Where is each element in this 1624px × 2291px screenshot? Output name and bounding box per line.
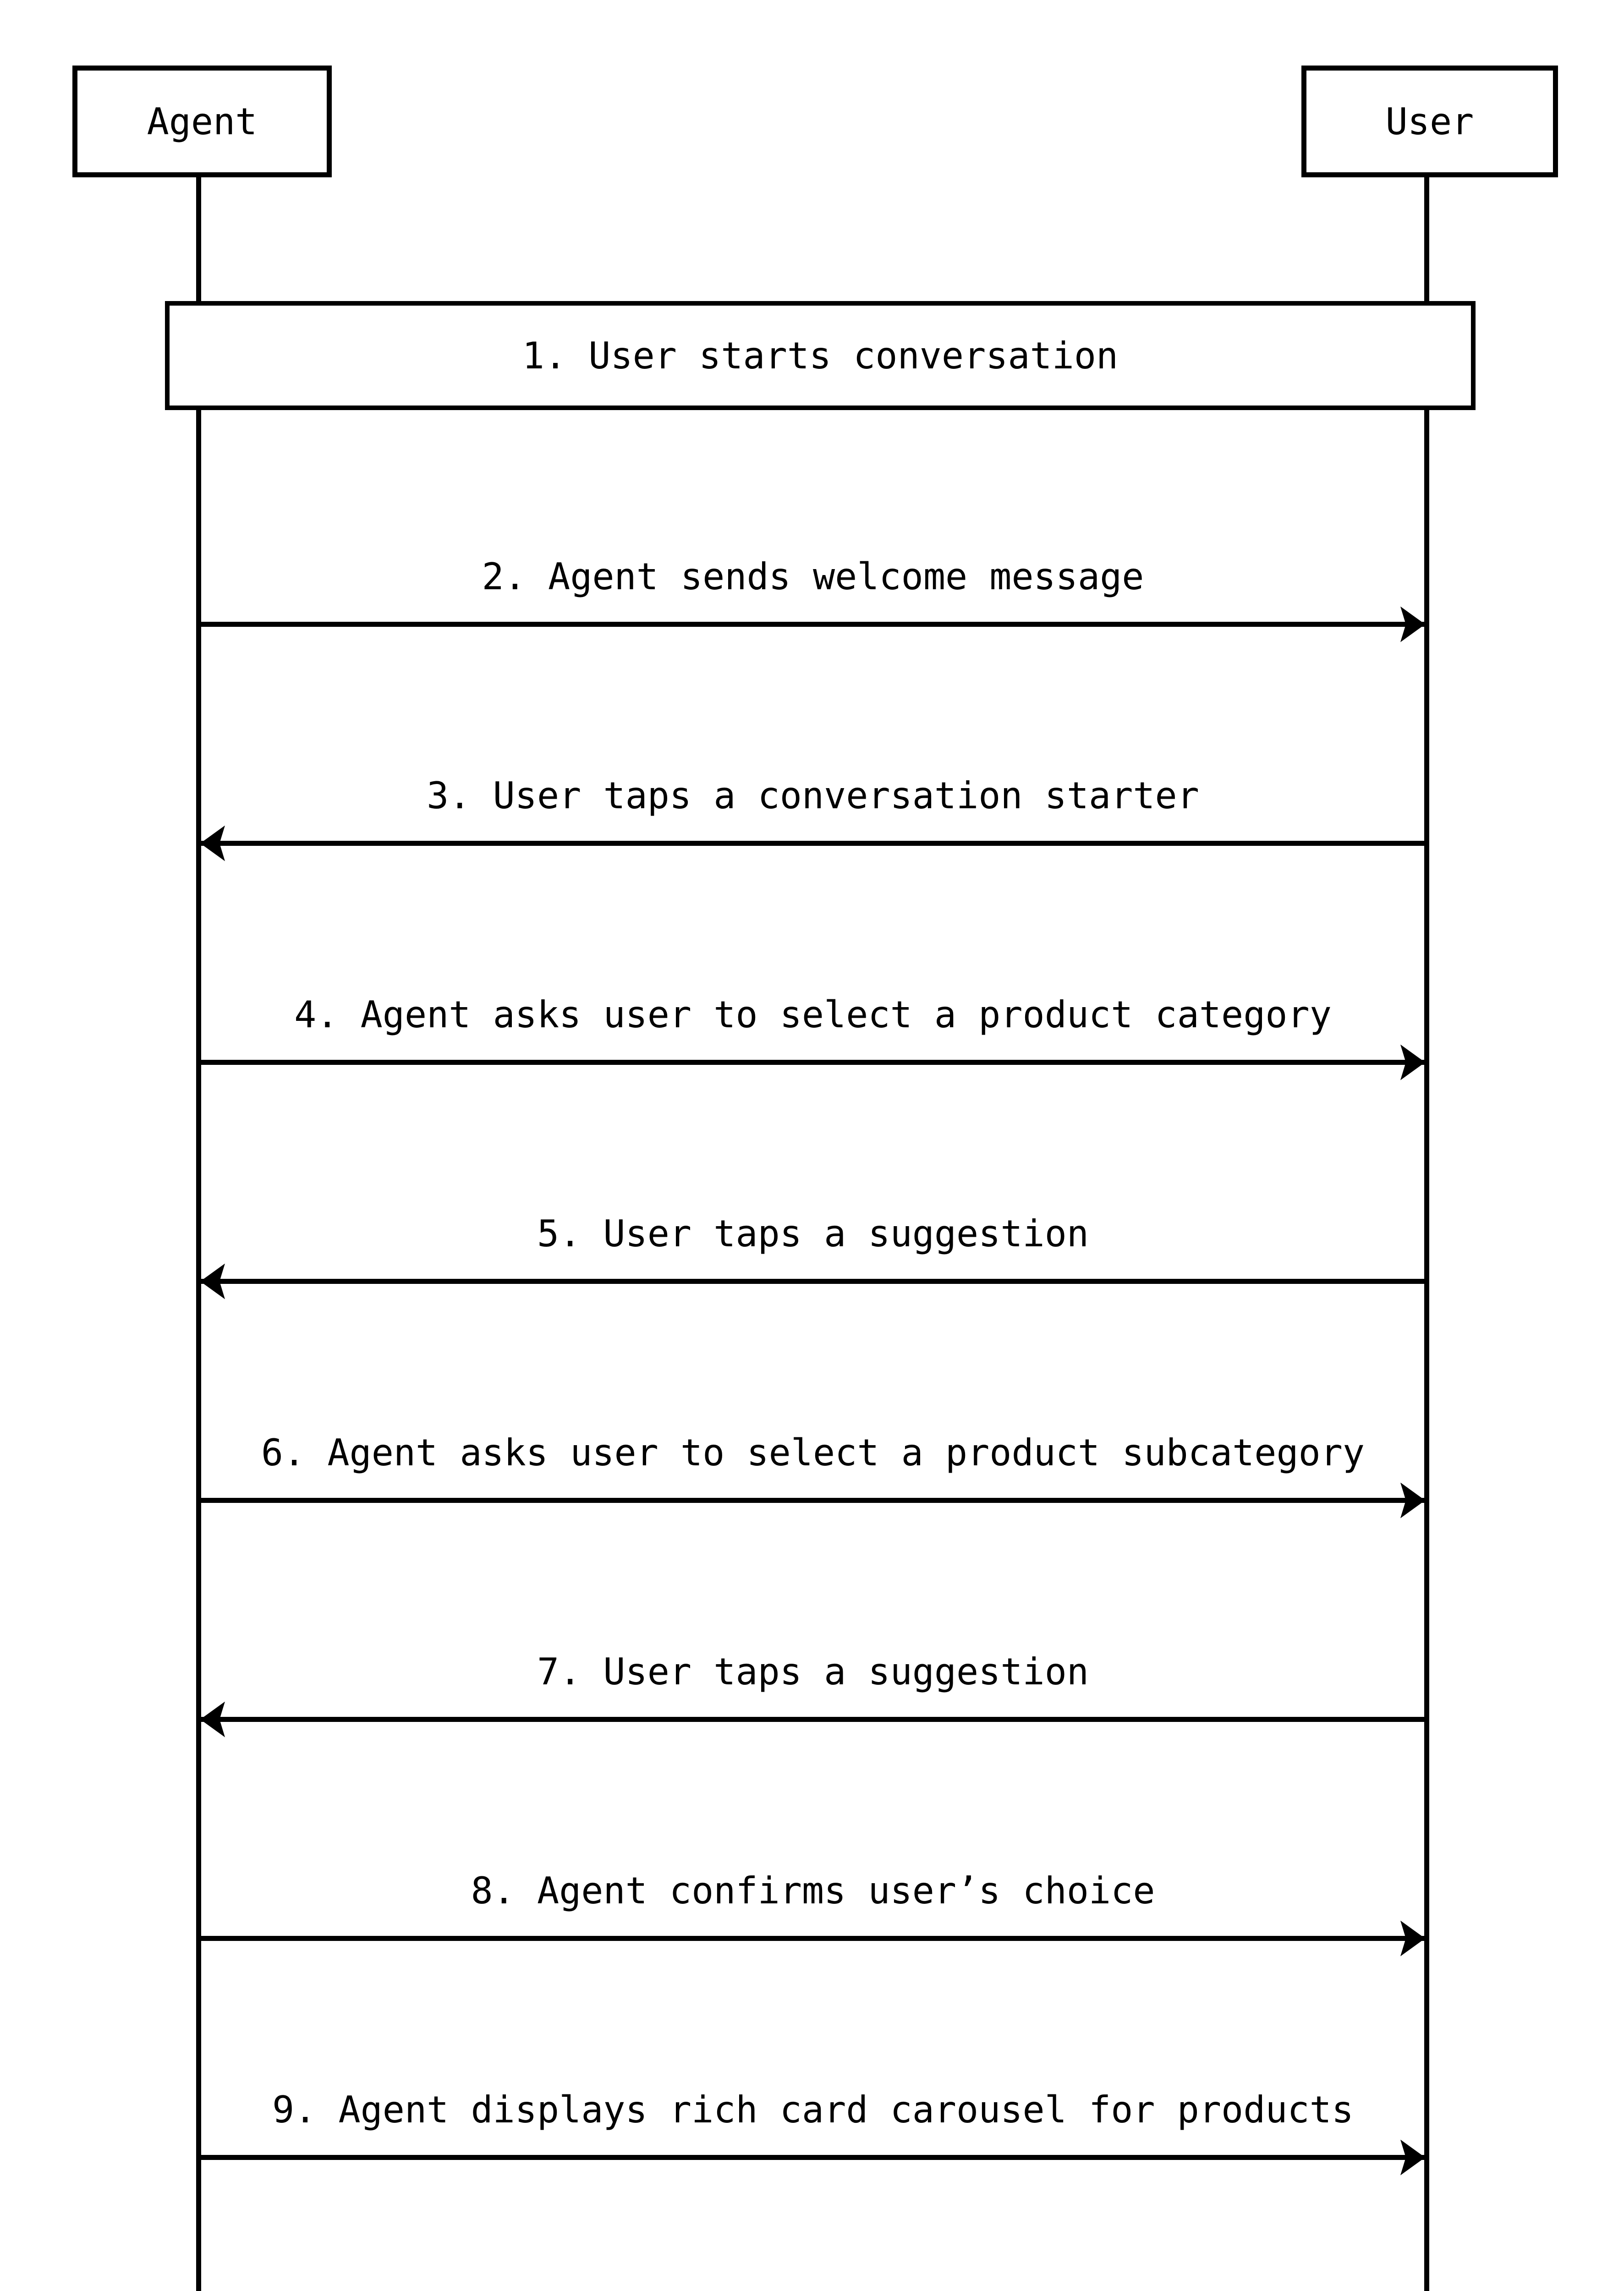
actor-box-agent-top: Agent xyxy=(72,66,332,177)
arrowhead-right-icon xyxy=(1400,1920,1425,1957)
message-arrow-8 xyxy=(201,1920,1425,1957)
message-label-6: 6. Agent asks user to select a product s… xyxy=(261,1431,1365,1474)
arrowhead-right-icon xyxy=(1400,2139,1425,2176)
message-label-3: 3. User taps a conversation starter xyxy=(427,774,1199,817)
actor-box-user-top: User xyxy=(1301,66,1558,177)
message-arrow-2 xyxy=(201,606,1425,642)
message-arrow-5 xyxy=(200,1263,1424,1299)
message-arrow-6 xyxy=(201,1482,1425,1518)
actor-label-agent-top: Agent xyxy=(147,100,258,143)
message-label-9: 9. Agent displays rich card carousel for… xyxy=(272,2088,1354,2131)
message-label-8: 8. Agent confirms user’s choice xyxy=(471,1869,1155,1912)
message-arrow-9 xyxy=(201,2139,1425,2176)
arrowhead-left-icon xyxy=(200,1263,225,1299)
message-label-5: 5. User taps a suggestion xyxy=(537,1212,1089,1255)
step-banner-label: 1. User starts conversation xyxy=(522,334,1119,377)
message-arrow-7 xyxy=(200,1701,1424,1737)
arrowhead-right-icon xyxy=(1400,606,1425,642)
arrowhead-left-icon xyxy=(200,1701,225,1737)
arrowhead-left-icon xyxy=(200,825,225,861)
message-arrow-3 xyxy=(200,825,1424,861)
message-label-4: 4. Agent asks user to select a product c… xyxy=(294,993,1332,1036)
step-banner-user-starts-conversation: 1. User starts conversation xyxy=(165,301,1476,410)
actor-label-user-top: User xyxy=(1385,100,1474,143)
agent-lifeline xyxy=(196,176,201,2291)
message-label-7: 7. User taps a suggestion xyxy=(537,1650,1089,1693)
message-label-2: 2. Agent sends welcome message xyxy=(482,555,1144,598)
arrowhead-right-icon xyxy=(1400,1482,1425,1518)
user-lifeline xyxy=(1424,176,1429,2291)
arrowhead-right-icon xyxy=(1400,1044,1425,1080)
message-arrow-4 xyxy=(201,1044,1425,1080)
